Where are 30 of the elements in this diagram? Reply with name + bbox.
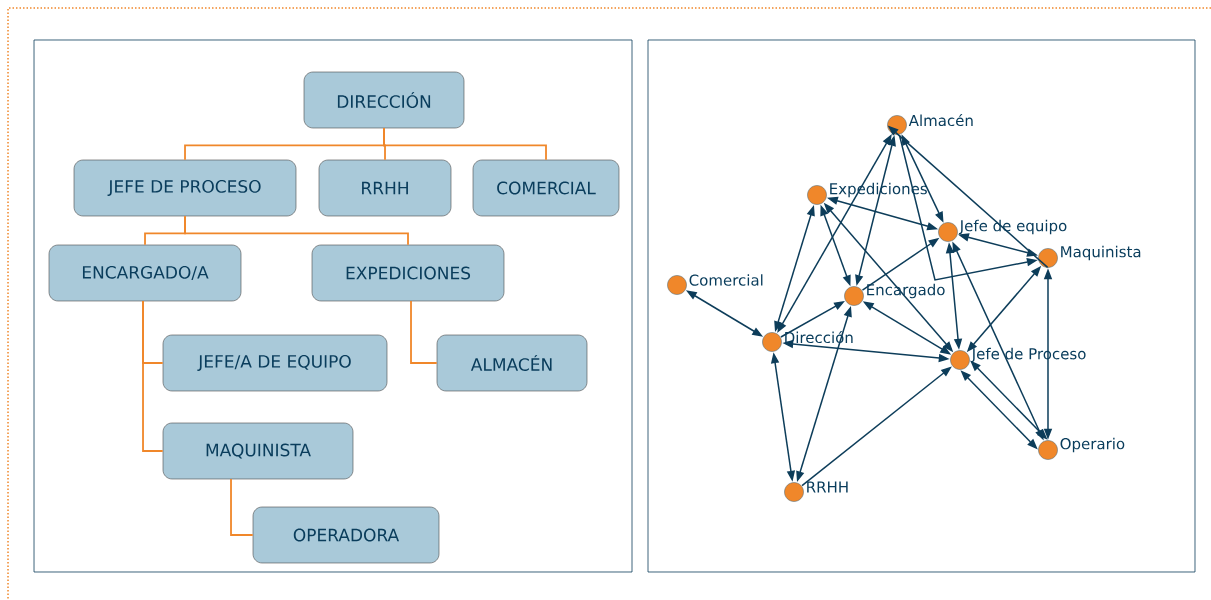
org-box: RRHH: [318, 159, 452, 217]
node-label: Almacén: [908, 113, 973, 127]
org-box: MAQUINISTA: [162, 422, 354, 480]
network-node: [1038, 248, 1058, 268]
node-label: Maquinista: [1061, 245, 1141, 261]
org-box: JEFE DE PROCESO: [73, 159, 297, 217]
org-box: JEFE/A DE EQUIPO: [162, 334, 388, 392]
org-box: DIRECCIÓN: [303, 71, 465, 129]
org-box: ALMACÉN: [436, 334, 588, 392]
connector-line: [410, 300, 438, 364]
network-node: [667, 275, 687, 295]
network-node: [938, 222, 958, 242]
connector-line: [230, 478, 254, 536]
connector-line: [184, 215, 409, 246]
org-box: COMERCIAL: [472, 159, 620, 217]
connector-line: [383, 127, 547, 161]
network-node: [950, 350, 970, 370]
network-node: [762, 332, 782, 352]
node-label: RRHH: [807, 481, 848, 493]
org-box: OPERADORA: [252, 506, 440, 564]
org-box: ENCARGADO/A: [48, 244, 242, 302]
node-label: Operario: [1060, 437, 1125, 453]
network-node: [1038, 440, 1058, 460]
connector-line: [142, 300, 164, 452]
network-node: [887, 115, 907, 135]
network-node: [784, 482, 804, 502]
org-box: EXPEDICIONES: [311, 244, 505, 302]
network-node: [844, 286, 864, 306]
network-node: [807, 185, 827, 205]
node-label: Comercial: [689, 274, 763, 286]
